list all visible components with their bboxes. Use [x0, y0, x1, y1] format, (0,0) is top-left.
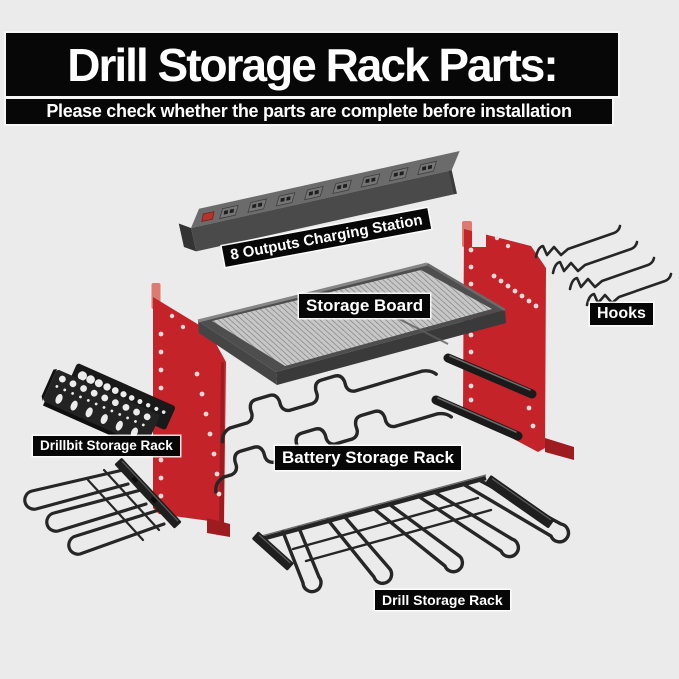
charging-station — [178, 151, 460, 252]
label-hooks: Hooks — [590, 303, 653, 326]
outlet-row — [219, 160, 437, 220]
right-side-panel — [462, 221, 574, 460]
page-subtitle: Please check whether the parts are compl… — [6, 99, 612, 124]
label-drill-storage-rack: Drill Storage Rack — [375, 590, 510, 611]
mount-brackets — [431, 353, 537, 441]
left-side-panel — [151, 283, 230, 537]
drillbit-front-holes — [55, 375, 151, 438]
label-storage-board: Storage Board — [299, 294, 431, 318]
label-drillbit-storage-rack: Drillbit Storage Rack — [33, 436, 180, 456]
battery-storage-rack — [214, 353, 537, 494]
label-battery-storage-rack: Battery Storage Rack — [275, 446, 461, 470]
hooks — [534, 224, 673, 307]
drillbit-back-holes — [77, 371, 166, 414]
drill-storage-rack — [252, 474, 571, 594]
page-title: Drill Storage Rack Parts: — [6, 33, 618, 96]
drill-rack-left — [23, 458, 182, 556]
power-switch — [201, 211, 215, 223]
